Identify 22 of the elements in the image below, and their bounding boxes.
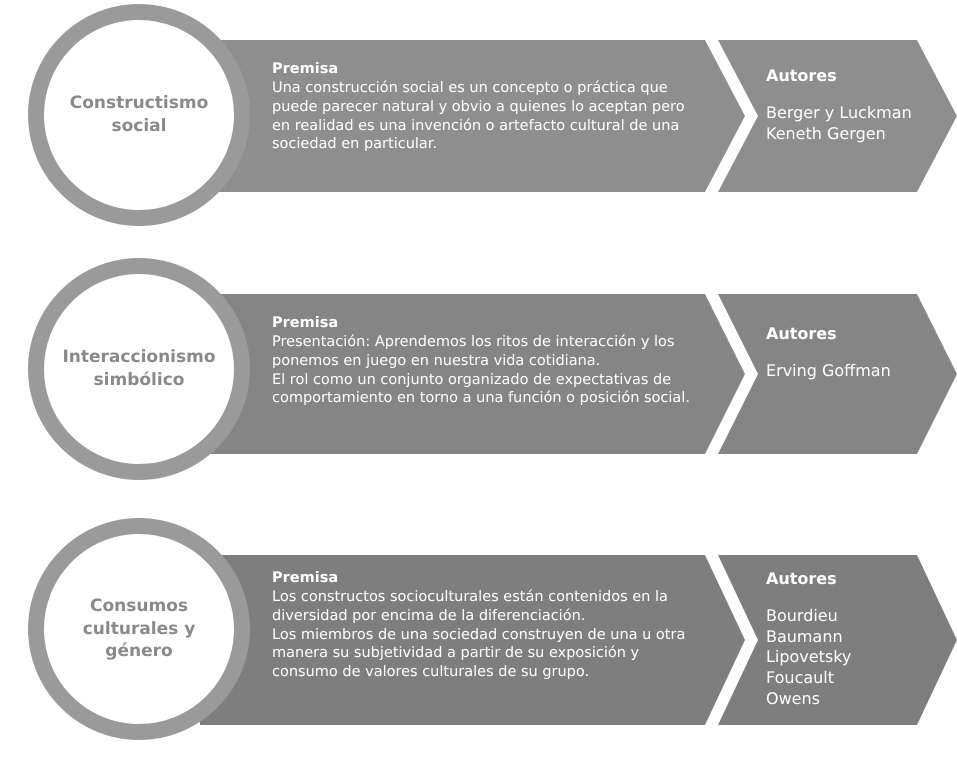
paragraph-text: El rol como un conjunto organizado de expectativas de comportamiento en torno a una función o posición social. [272, 370, 691, 408]
heading-text: Autores [766, 569, 838, 590]
author-name: Berger y Luckman [766, 102, 913, 124]
topic-title: Constructismo social [68, 92, 210, 138]
heading-text: Premisa [272, 60, 340, 79]
heading-text: Autores [766, 324, 838, 345]
paragraph-text: Los constructos socioculturales están contenidos en la diversidad por encima de la diferenciación. [272, 588, 669, 626]
author-name: Owens [766, 688, 821, 710]
paragraph-text: Los miembros de una sociedad construyen de una u otra manera su subjetividad a partir de su exposición y consumo de valores culturales de su grupo. [272, 626, 686, 682]
author-name: Bourdieu [766, 606, 839, 627]
heading-text: Autores [766, 66, 838, 87]
topic-title: Interaccionismo simbólico [61, 346, 217, 392]
heading-text: Premisa [272, 314, 340, 333]
paragraph-text: Una construcción social es un concepto o práctica que puede parecer natural y obvio a quienes lo aceptan pero en realidad es una invención o artefacto cultural de una sociedad en particular. [272, 78, 686, 154]
author-name: Erving Goffman [766, 360, 892, 382]
author-name: Lipovetsky [766, 647, 852, 668]
author-name: Keneth Gergen [766, 124, 887, 144]
heading-text: Premisa [272, 569, 340, 588]
author-name: Foucault [766, 668, 836, 689]
topic-title: Consumos culturales y género [82, 594, 196, 664]
author-name: Baumann [766, 626, 844, 648]
paragraph-text: Presentación: Aprendemos los ritos de interacción y los ponemos en juego en nuestra vida cotidiana. [272, 332, 676, 371]
